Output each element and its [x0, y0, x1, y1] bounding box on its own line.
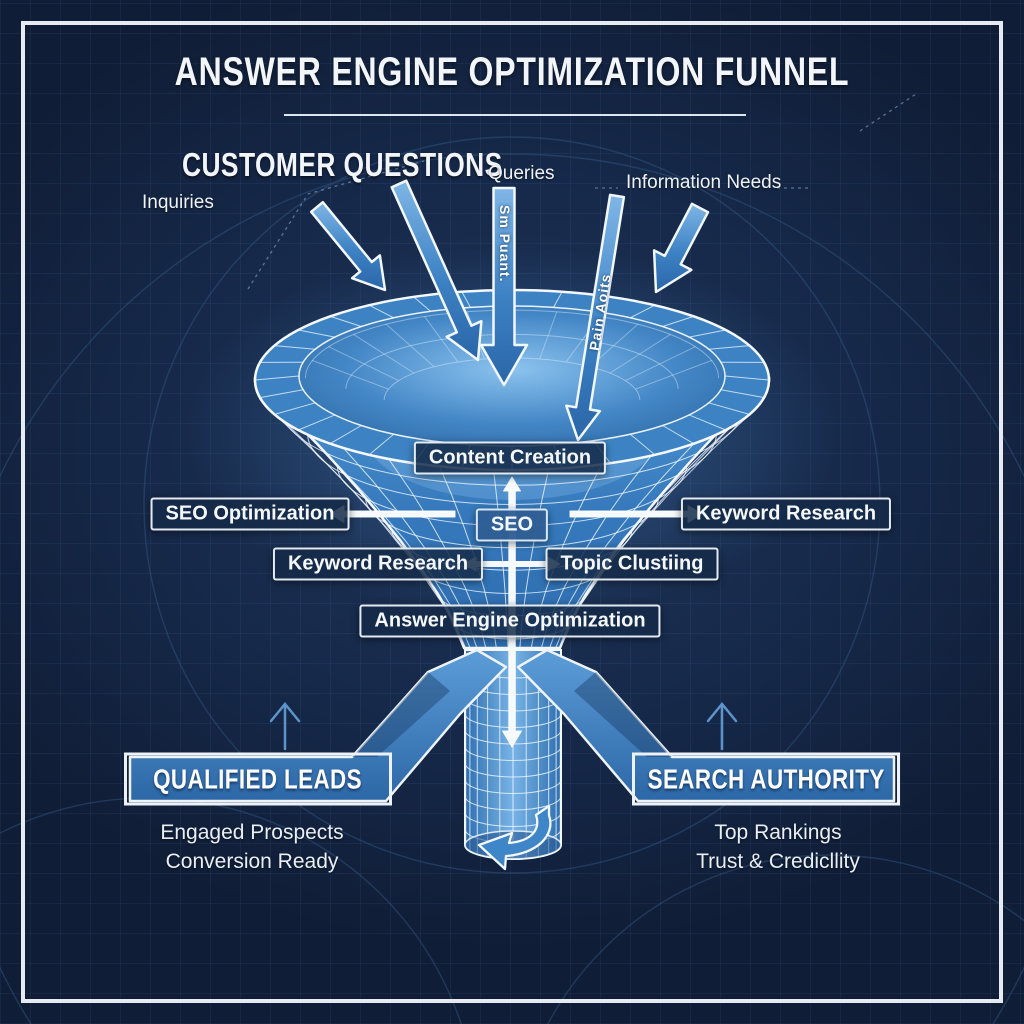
rim-tick [298, 329, 335, 338]
inquiries-label: Inquiries [142, 192, 214, 213]
input-arrow-pain-points [565, 193, 626, 442]
ribbon-left [128, 648, 508, 803]
rim-tick [274, 402, 316, 415]
queries-label: Queries [488, 163, 555, 184]
rim-tick [708, 345, 750, 350]
search-authority-sublabels: Top Rankings Trust & Credicllity [696, 818, 860, 876]
rim-tick [368, 304, 394, 319]
input-arrow-long [390, 179, 483, 362]
throat-rib [424, 316, 459, 363]
input-arrow-information-needs [652, 202, 710, 294]
search-authority-banner-label: SEARCH AUTHORITY [647, 763, 885, 794]
throat-rib [328, 346, 399, 382]
spout-hook-arrow-icon [477, 804, 552, 871]
rim-tick [662, 315, 694, 327]
engaged-prospects-label: Engaged Prospects [160, 821, 344, 844]
outcome-ribbons [128, 648, 896, 803]
keyword-research-left-box: Keyword Research [272, 547, 484, 581]
qualified-leads-sublabels: Engaged Prospects Conversion Ready [160, 818, 343, 876]
throat-rib [635, 359, 713, 390]
title-underline [284, 114, 746, 116]
up-arrow-right-icon [706, 702, 738, 751]
rim-tick [630, 304, 656, 319]
rim-tick [553, 291, 563, 308]
rim-tick [274, 345, 316, 350]
rim-tick [330, 425, 362, 445]
page-title: ANSWER ENGINE OPTIMIZATION FUNNEL [174, 50, 850, 94]
arrow-text-slanted: Pain Aoits [586, 272, 614, 352]
throat-rib [353, 333, 415, 374]
top-rankings-label: Top Rankings [714, 821, 842, 844]
up-chevron-arrows [269, 702, 738, 751]
rim-tick [461, 291, 471, 308]
rim-tick [629, 433, 656, 456]
content-creation-box: Content Creation [413, 441, 607, 475]
rim-tick [368, 433, 395, 456]
rim-tick [662, 425, 694, 445]
ribbon-right [516, 648, 896, 803]
answer-engine-optimization-box: Answer Engine Optimization [359, 604, 661, 638]
rim-tick [708, 402, 750, 415]
conversion-ready-label: Conversion Ready [165, 850, 339, 873]
qualified-leads-banner: QUALIFIED LEADS [124, 752, 392, 806]
rim-tick [720, 389, 765, 399]
customer-questions-heading: CUSTOMER QUESTIONS [182, 146, 503, 183]
qualified-leads-banner-label: QUALIFIED LEADS [153, 763, 363, 794]
throat-rib [609, 333, 671, 374]
keyword-research-right-box: Keyword Research [680, 497, 892, 531]
throat-rib [311, 359, 389, 390]
rim-tick [254, 375, 300, 381]
rim-tick [688, 414, 726, 431]
throat-rib [385, 323, 435, 368]
rim-tick [330, 315, 362, 327]
throat-rib [539, 311, 558, 360]
rim-tick [413, 296, 431, 312]
ribbon-right-fold [574, 672, 672, 757]
arrow-text-center: Sm Puant. [497, 205, 513, 283]
seo-box: SEO [475, 508, 549, 542]
rim-tick [298, 414, 336, 431]
topic-clustering-box: Topic Clustiing [545, 547, 719, 581]
rim-tick [259, 389, 304, 399]
input-arrow-inquiries [309, 200, 387, 292]
information-needs-label: Information Needs [626, 172, 782, 193]
up-arrow-left-icon [269, 702, 301, 751]
rim-tick [724, 375, 770, 381]
search-authority-banner: SEARCH AUTHORITY [632, 752, 900, 806]
input-arrow-queries [479, 186, 529, 387]
trust-credibility-label: Trust & Credicllity [696, 850, 860, 873]
ribbon-left-fold [352, 672, 450, 757]
rim-tick [689, 329, 726, 338]
throat-rib [625, 346, 696, 382]
arrows-layer [309, 179, 710, 748]
seo-optimization-box: SEO Optimization [150, 497, 350, 531]
dashed-construction-lines [247, 93, 917, 290]
